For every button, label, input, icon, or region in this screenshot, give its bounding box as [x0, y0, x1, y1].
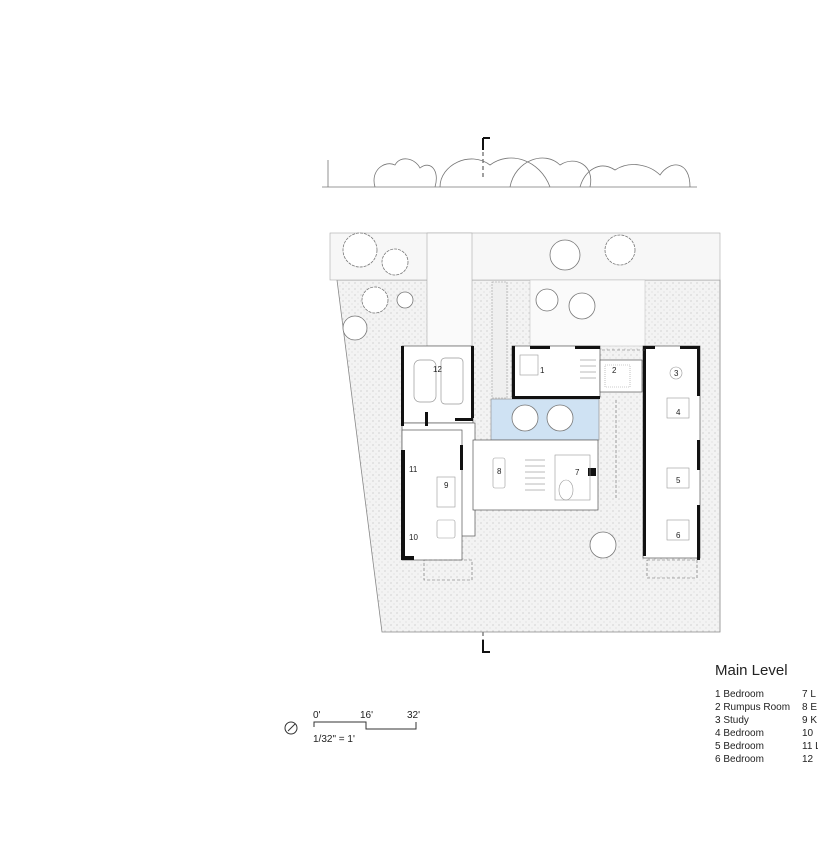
tree-icon	[568, 292, 596, 320]
hedge	[491, 281, 508, 399]
scale-ratio: 1/32" = 1'	[313, 734, 355, 745]
tree-icon	[361, 286, 389, 314]
tree-icon	[589, 531, 617, 559]
garage-cars	[413, 357, 464, 405]
legend-item: 10	[802, 728, 814, 739]
street-elevation	[322, 157, 697, 188]
legend-item: 12	[802, 754, 814, 765]
room-labels: 1 2 3 4 5 6 7 8 9 10 11 12	[409, 365, 681, 542]
scale-bar	[313, 721, 417, 730]
stairs	[525, 359, 596, 491]
room-label-9: 9	[444, 481, 449, 490]
trees	[342, 232, 636, 559]
courtyard-pool	[490, 398, 600, 441]
room-label-10: 10	[409, 533, 418, 542]
room-label-1: 1	[540, 366, 545, 375]
legend-item: 1 Bedroom	[715, 689, 764, 700]
furniture	[436, 354, 690, 541]
legend-item: 3 Study	[715, 715, 749, 726]
tree-icon	[549, 239, 581, 271]
tree-icon	[535, 288, 559, 312]
tree-icon	[511, 404, 539, 432]
room-label-5: 5	[676, 476, 681, 485]
section-cut-marker-top	[482, 137, 490, 180]
building-floors	[401, 345, 701, 561]
room-label-2: 2	[612, 366, 617, 375]
scale-tick-0: 0'	[313, 710, 321, 721]
room-label-6: 6	[676, 531, 681, 540]
legend-item: 4 Bedroom	[715, 728, 764, 739]
driveway	[426, 232, 473, 347]
walls	[401, 346, 700, 560]
room-label-12: 12	[433, 365, 442, 374]
scale-tick-32: 32'	[407, 710, 421, 721]
legend-item: 7 L	[802, 689, 816, 700]
tree-icon	[381, 248, 409, 276]
legend-column-1: 1 Bedroom 2 Rumpus Room 3 Study 4 Bedroo…	[715, 688, 790, 766]
terraces	[423, 349, 698, 581]
scale-tick-16: 16'	[360, 710, 374, 721]
legend-item: 6 Bedroom	[715, 754, 764, 765]
room-label-4: 4	[676, 408, 681, 417]
legend-title: Main Level	[715, 662, 788, 679]
legend-item: 9 K	[802, 715, 818, 726]
room-label-11: 11	[409, 465, 418, 474]
tree-icon	[604, 234, 636, 266]
room-label-7: 7	[575, 468, 580, 477]
legend-item: 8 E	[802, 702, 818, 713]
room-label-3: 3	[674, 369, 679, 378]
legend-item: 11 L	[802, 741, 818, 752]
legend-item: 5 Bedroom	[715, 741, 764, 752]
tree-icon	[396, 291, 414, 309]
tree-icon	[342, 232, 378, 268]
room-label-8: 8	[497, 467, 502, 476]
legend-item: 2 Rumpus Room	[715, 702, 791, 713]
legend-column-2: 7 L 8 E 9 K 10 11 L 12	[802, 688, 818, 766]
north-arrow-icon	[284, 721, 298, 735]
tree-icon	[342, 315, 368, 341]
tree-icon	[546, 404, 574, 432]
